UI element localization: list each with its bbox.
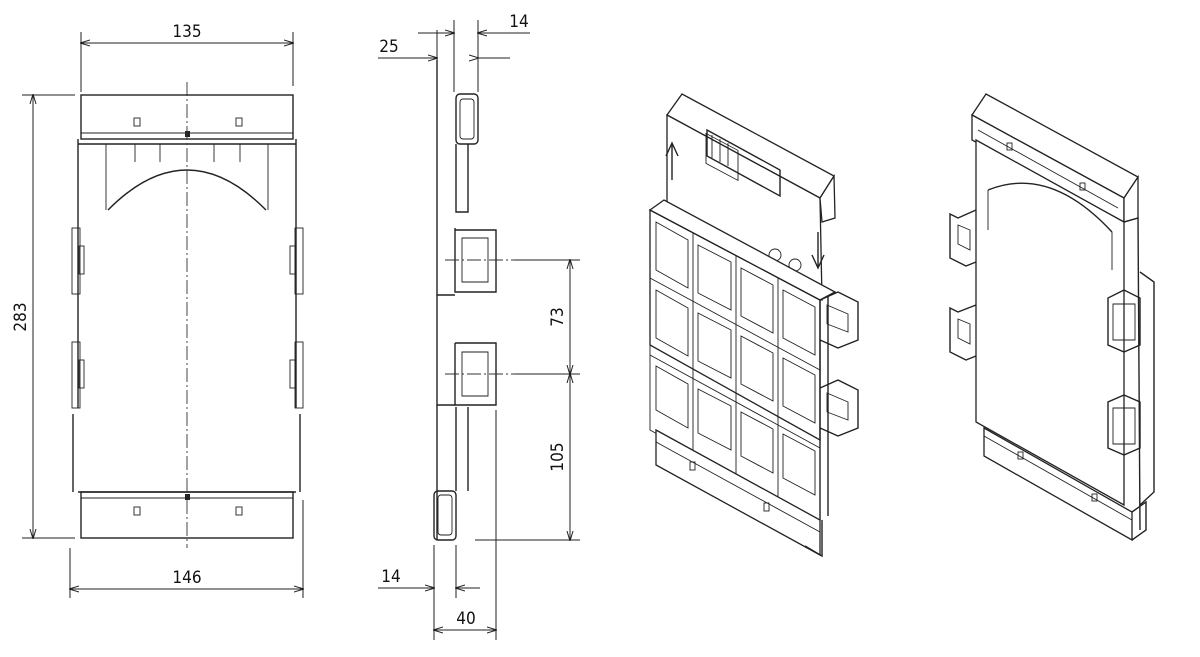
dim-side-top-right: 14 xyxy=(509,12,528,32)
dim-side-upper-spacing: 73 xyxy=(548,307,568,326)
side-dimensions: 25 14 73 105 14 40 xyxy=(378,12,580,640)
dim-front-height: 283 xyxy=(11,302,31,331)
dim-side-top-left: 25 xyxy=(379,37,398,57)
side-view xyxy=(433,60,515,541)
isometric-back-view xyxy=(949,93,1155,542)
dim-side-bottom-left: 14 xyxy=(381,567,400,587)
dim-front-width-bottom: 146 xyxy=(172,568,201,588)
dim-side-bottom-total: 40 xyxy=(456,609,475,629)
dim-front-width-top: 135 xyxy=(172,22,201,42)
isometric-front-view xyxy=(648,93,859,558)
front-view xyxy=(71,82,304,548)
front-dimensions: 135 146 283 xyxy=(11,22,303,598)
dim-side-lower-spacing: 105 xyxy=(548,442,568,471)
